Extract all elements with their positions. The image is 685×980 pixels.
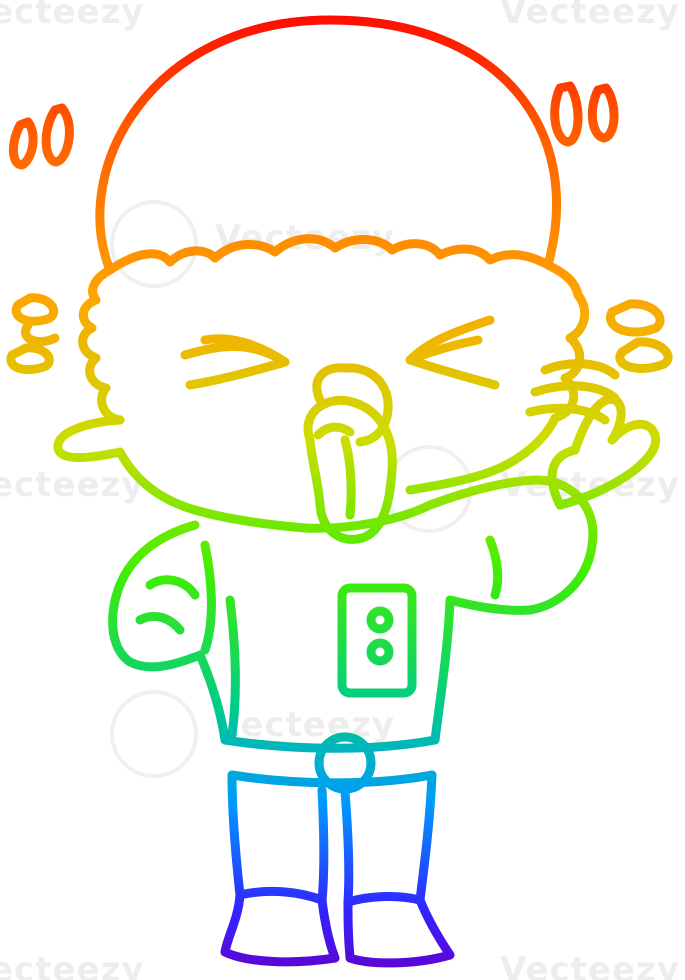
suit-line [485, 535, 503, 600]
suit-body [108, 520, 230, 745]
tongue-line [340, 435, 356, 520]
motion-mark [9, 117, 38, 170]
boot-left [220, 886, 340, 967]
chest-button [366, 606, 394, 634]
hand-right [547, 445, 580, 510]
eye-left [200, 334, 290, 367]
suit-arm-left [145, 575, 200, 600]
hand-right [555, 394, 661, 510]
suit-line [225, 595, 240, 740]
sweat-drop [11, 293, 59, 326]
face-outline [105, 234, 583, 300]
face-outline [53, 415, 310, 533]
motion-mark [41, 103, 74, 167]
suit-line [200, 540, 216, 655]
sweat-drop [606, 299, 665, 337]
leg-left [227, 770, 245, 900]
tongue-line [313, 422, 355, 440]
chest-button [366, 638, 394, 666]
eye-right [405, 335, 483, 365]
sweat-drop [6, 343, 54, 374]
motion-mark [550, 81, 583, 147]
suit-arm-left [135, 611, 185, 635]
motion-mark [587, 83, 619, 143]
boot-right [343, 891, 455, 968]
motion-line [530, 381, 620, 403]
motion-line [525, 403, 610, 425]
leg-left [317, 785, 329, 905]
belt [220, 735, 440, 753]
sweat-drop [615, 337, 673, 373]
leg-right [340, 787, 354, 907]
face-outline [78, 265, 125, 425]
head-dome [95, 15, 561, 275]
suit-body [300, 475, 598, 745]
mouth [312, 363, 393, 447]
sweat-drop [21, 320, 60, 346]
tongue [303, 395, 397, 544]
chest-panel [337, 583, 417, 698]
leg-right [415, 770, 437, 905]
motion-line [540, 359, 620, 380]
